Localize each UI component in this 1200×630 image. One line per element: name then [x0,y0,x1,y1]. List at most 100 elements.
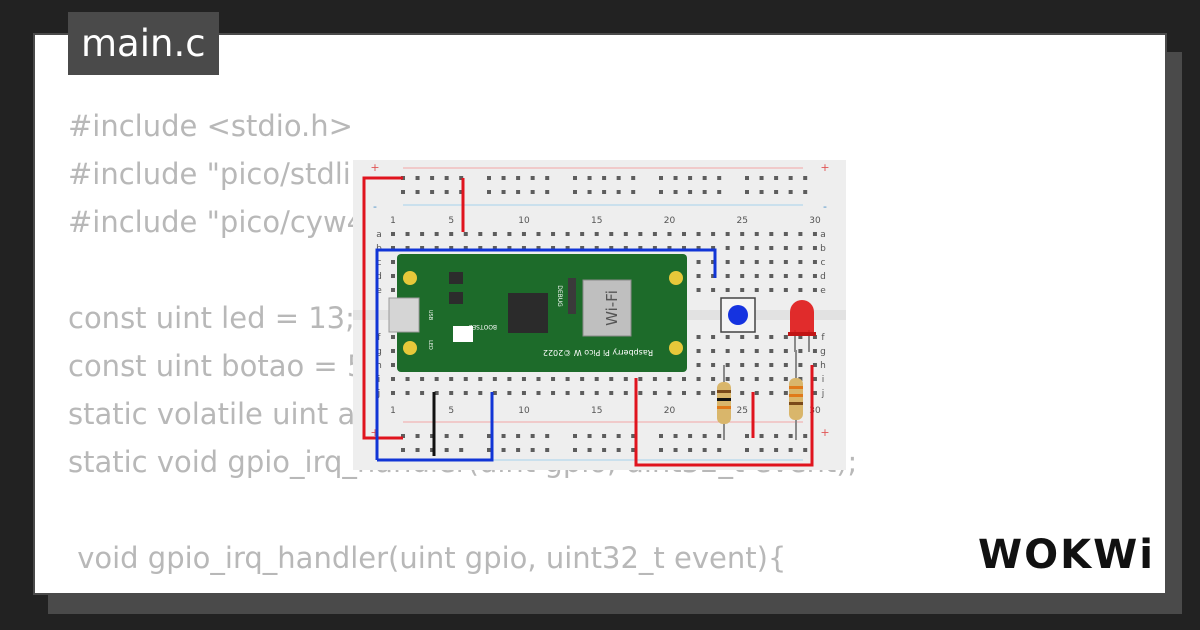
column-label: 30 [809,216,821,226]
breadboard-hole [711,349,716,353]
breadboard-hole [717,176,722,180]
breadboard-hole [587,190,592,194]
breadboard-hole [696,246,701,250]
breadboard-hole [616,448,621,452]
breadboard-hole [507,377,512,381]
row-label: g [820,347,826,357]
breadboard-hole [434,391,439,395]
breadboard-hole [702,190,707,194]
breadboard-hole [430,176,435,180]
breadboard-hole [391,349,395,353]
breadboard-hole [430,434,435,438]
breadboard-hole [463,246,468,250]
breadboard-hole [711,391,716,395]
breadboard-hole [580,246,585,250]
breadboard-hole [754,363,759,367]
breadboard-hole [740,274,745,278]
bootsel-button[interactable] [453,326,473,342]
column-label: 1 [390,216,396,226]
breadboard-hole [631,190,636,194]
breadboard-hole [623,391,628,395]
breadboard-hole [536,232,541,236]
column-label: 15 [591,216,602,226]
breadboard-hole [631,176,636,180]
breadboard-hole [812,246,817,250]
breadboard-hole [783,391,788,395]
breadboard-hole [420,232,425,236]
breadboard-hole [711,260,716,264]
breadboard-hole [652,377,657,381]
column-label: 25 [736,216,747,226]
breadboard-hole [769,349,774,353]
resistor-body [717,382,731,424]
breadboard-hole [740,349,745,353]
breadboard-hole [812,335,817,339]
breadboard-hole [740,246,745,250]
breadboard-hole [696,349,701,353]
row-label: c [377,258,382,268]
breadboard-hole [507,246,512,250]
breadboard-hole [759,434,764,438]
breadboard-hole [798,260,803,264]
breadboard-hole [623,377,628,381]
breadboard-hole [444,434,449,438]
breadboard-hole [573,448,577,452]
breadboard-hole [745,190,749,194]
breadboard-hole [788,448,793,452]
breadboard-hole [573,176,577,180]
breadboard-hole [788,190,793,194]
breadboard-hole [405,232,410,236]
breadboard-hole [798,288,803,292]
breadboard-hole [551,377,556,381]
led-label: LED [427,340,433,350]
breadboard-hole [725,274,730,278]
breadboard-hole [688,190,693,194]
wokwi-logo[interactable]: WOKWi [974,524,1152,580]
breadboard-hole [478,377,483,381]
breadboard-hole [740,363,745,367]
code-line: void gpio_irq_handler(uint gpio, uint32_… [68,541,787,575]
breadboard-hole [478,232,483,236]
file-name-tab[interactable]: main.c [68,12,219,75]
breadboard-hole [812,260,817,264]
pico-model-text: Raspberry Pi Pico W ©2022 [543,348,653,357]
wokwi-logo-text: WOKWi [978,532,1152,578]
rail-plus-label: + [370,426,379,439]
breadboard-hole [652,246,657,250]
breadboard-hole [623,246,628,250]
breadboard-hole [420,391,425,395]
pushbutton[interactable] [720,297,756,333]
breadboard-hole [696,377,701,381]
breadboard-hole [696,335,701,339]
breadboard-hole [492,391,497,395]
pushbutton-cap[interactable] [728,305,748,325]
breadboard-hole [812,349,817,353]
breadboard-hole [717,434,722,438]
breadboard-hole [682,232,686,236]
breadboard-hole [551,391,556,395]
column-label: 10 [518,216,530,226]
rail-plus-label: + [820,161,829,174]
breadboard-hole [812,377,817,381]
breadboard-hole [487,448,491,452]
pico-w-board[interactable]: Wi-Fi DEBUG BOOTSEL USB LED Raspberry Pi… [388,254,687,372]
breadboard-hole [449,246,454,250]
breadboard-hole [783,377,788,381]
breadboard-hole [667,391,672,395]
breadboard-hole [798,377,803,381]
row-label: e [820,286,826,296]
breadboard-hole [405,246,410,250]
breadboard-hole [430,190,435,194]
breadboard-hole [631,434,636,438]
breadboard-hole [545,190,550,194]
breadboard-hole [754,246,759,250]
breadboard-hole [783,335,788,339]
rail-plus-label: + [820,426,829,439]
breadboard-hole [759,190,764,194]
breadboard-hole [798,349,803,353]
breadboard-hole [545,176,550,180]
breadboard-hole [459,448,464,452]
breadboard-hole [444,176,449,180]
breadboard-hole [594,246,599,250]
rail-minus-label: - [373,200,377,213]
